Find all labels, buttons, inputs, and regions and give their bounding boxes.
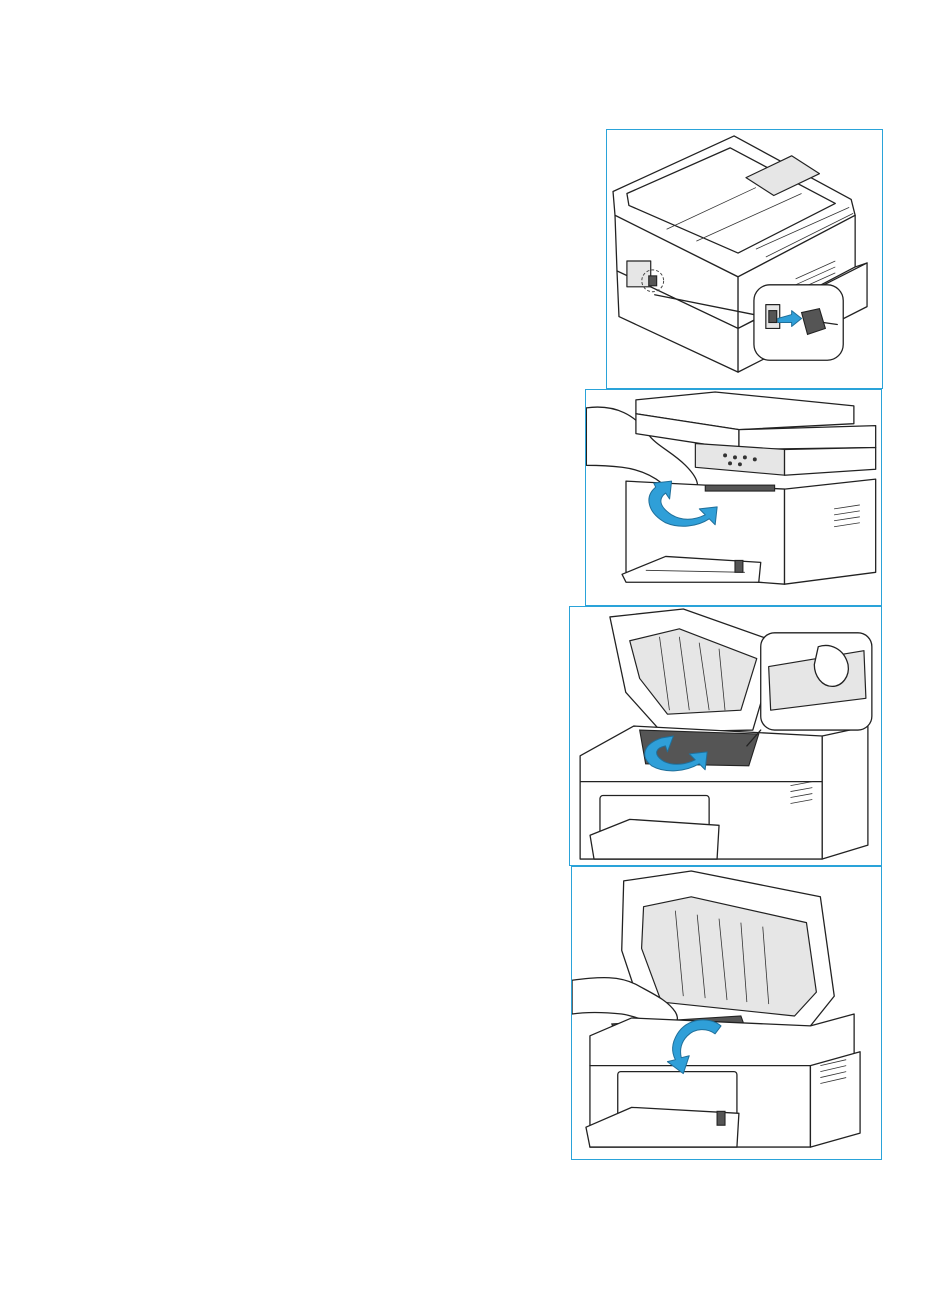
- control-panel: [695, 444, 784, 476]
- printer-remove-cartridge-illustration: [572, 867, 881, 1159]
- printer-rear-power-illustration: [607, 130, 882, 388]
- step-illustration-unplug-power-cord: [606, 129, 883, 389]
- printer-scanner-lift-illustration: [586, 390, 881, 605]
- step-illustration-remove-cartridge: [571, 866, 882, 1160]
- rear-port-panel: [627, 261, 651, 287]
- printer-inner-cover-illustration: [570, 607, 881, 865]
- step-illustration-lift-scanner: [585, 389, 882, 606]
- step-illustration-open-inner-cover: [569, 606, 882, 866]
